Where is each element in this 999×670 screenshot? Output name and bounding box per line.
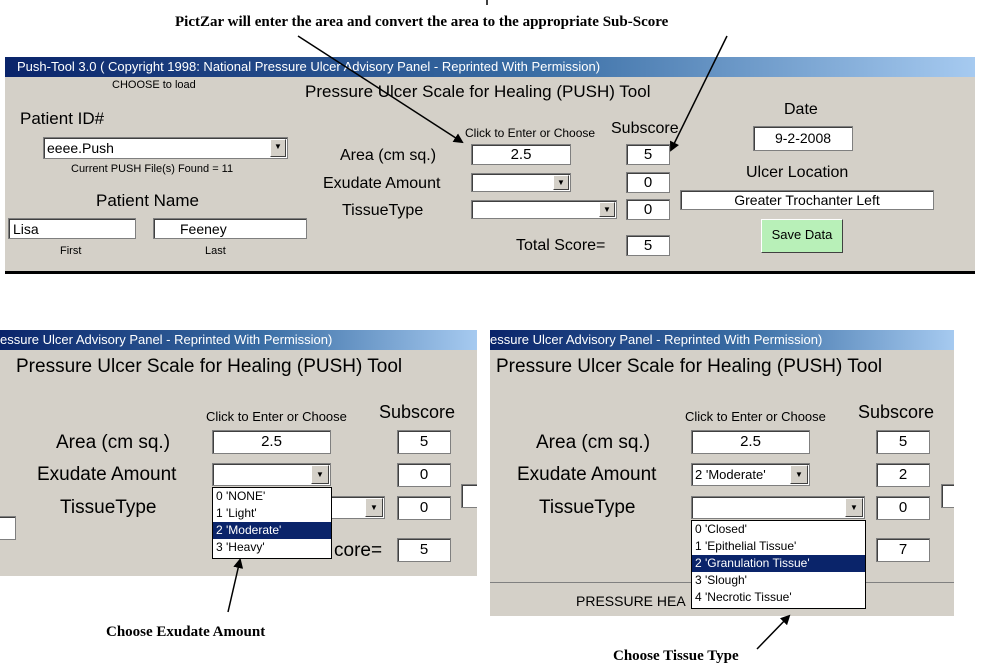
tool-title: Pressure Ulcer Scale for Healing (PUSH) … — [496, 356, 883, 377]
total-score-label: Total Score= — [516, 237, 606, 254]
chevron-down-icon[interactable]: ▼ — [599, 202, 615, 217]
area-subscore: 5 — [876, 430, 930, 454]
tissue-subscore: 0 — [397, 496, 451, 520]
exudate-subscore: 2 — [876, 463, 930, 487]
date-label: Date — [784, 101, 818, 118]
tissue-type-label: TissueType — [342, 202, 424, 219]
exudate-label: Exudate Amount — [517, 464, 657, 485]
tissue-panel: essure Ulcer Advisory Panel - Reprinted … — [490, 330, 954, 616]
arrow-to-area-subscore — [670, 35, 728, 152]
tissue-type-select[interactable]: ▼ — [691, 496, 865, 519]
tissue-type-select[interactable]: ▼ — [471, 200, 617, 219]
choose-to-load-label: CHOOSE to load — [112, 79, 196, 91]
tissue-dropdown-list[interactable]: 0 'Closed' 1 'Epithelial Tissue' 2 'Gran… — [691, 520, 866, 609]
subscore-label: Subscore — [611, 120, 679, 137]
exudate-select[interactable]: ▼ — [212, 463, 331, 486]
list-item-selected[interactable]: 2 'Moderate' — [213, 522, 331, 539]
click-to-enter-label: Click to Enter or Choose — [465, 126, 596, 140]
subscore-label: Subscore — [379, 402, 456, 422]
last-name-input[interactable]: Feeney — [153, 218, 307, 239]
offscreen-field — [941, 484, 954, 508]
save-data-button[interactable]: Save Data — [761, 219, 843, 253]
tissue-subscore: 0 — [626, 199, 670, 220]
first-name-input[interactable]: Lisa — [8, 218, 136, 239]
list-item[interactable]: 0 'Closed' — [695, 522, 747, 536]
annotation-tissue: Choose Tissue Type — [613, 648, 739, 664]
exudate-panel: essure Ulcer Advisory Panel - Reprinted … — [0, 330, 477, 576]
area-input[interactable]: 2.5 — [212, 430, 331, 454]
chevron-down-icon[interactable]: ▼ — [790, 465, 808, 484]
arrow-to-exudate-list — [227, 558, 244, 613]
exudate-dropdown-list[interactable]: 0 'NONE' 1 'Light' 2 'Moderate' 3 'Heavy… — [212, 487, 332, 559]
tissue-type-select[interactable]: ▼ — [330, 496, 385, 519]
click-to-enter-label: Click to Enter or Choose — [206, 409, 347, 424]
list-item[interactable]: 0 'NONE' — [216, 489, 266, 503]
chevron-down-icon[interactable]: ▼ — [365, 498, 383, 517]
chevron-down-icon[interactable]: ▼ — [845, 498, 863, 517]
area-label: Area (cm sq.) — [56, 432, 171, 453]
area-label: Area (cm sq.) — [340, 147, 437, 164]
tissue-type-label: TissueType — [60, 497, 157, 518]
arrow-to-area-input — [297, 35, 464, 144]
window-title: essure Ulcer Advisory Panel - Reprinted … — [0, 332, 333, 347]
tissue-subscore: 0 — [876, 496, 930, 520]
ulcer-location-input[interactable]: Greater Trochanter Left — [680, 190, 934, 210]
exudate-label: Exudate Amount — [323, 175, 441, 192]
window-title-bar: essure Ulcer Advisory Panel - Reprinted … — [490, 330, 954, 350]
area-subscore: 5 — [626, 144, 670, 165]
exudate-value: 2 'Moderate' — [695, 467, 766, 482]
exudate-label: Exudate Amount — [37, 464, 177, 485]
area-subscore: 5 — [397, 430, 451, 454]
area-input[interactable]: 2.5 — [471, 144, 571, 165]
exudate-select[interactable]: ▼ — [471, 173, 571, 192]
area-input[interactable]: 2.5 — [691, 430, 810, 454]
list-item[interactable]: 3 'Heavy' — [216, 540, 265, 554]
chevron-down-icon[interactable]: ▼ — [553, 175, 569, 190]
tool-title: Pressure Ulcer Scale for Healing (PUSH) … — [16, 356, 403, 377]
offscreen-field — [0, 516, 16, 540]
list-item[interactable]: 3 'Slough' — [695, 573, 747, 587]
subscore-label: Subscore — [858, 402, 935, 422]
chevron-down-icon[interactable]: ▼ — [311, 465, 329, 484]
window-title: Push-Tool 3.0 ( Copyright 1998: National… — [17, 59, 601, 74]
list-item-selected[interactable]: 2 'Granulation Tissue' — [692, 555, 865, 572]
exudate-subscore: 0 — [626, 172, 670, 193]
annotation-exudate: Choose Exudate Amount — [106, 624, 266, 640]
arrow-to-tissue-list — [756, 614, 791, 650]
exudate-select[interactable]: 2 'Moderate' ▼ — [691, 463, 810, 486]
list-item[interactable]: 1 'Epithelial Tissue' — [695, 539, 797, 553]
exudate-subscore: 0 — [397, 463, 451, 487]
patient-name-label: Patient Name — [96, 191, 199, 210]
chevron-down-icon[interactable]: ▼ — [270, 139, 286, 157]
total-score-value: 7 — [876, 538, 930, 562]
footer-text: PRESSURE HEA — [576, 593, 686, 609]
patient-id-value: eeee.Push — [47, 140, 114, 156]
offscreen-field — [461, 484, 477, 508]
date-input[interactable]: 9-2-2008 — [753, 126, 853, 151]
tissue-type-label: TissueType — [539, 497, 636, 518]
last-label: Last — [205, 245, 226, 257]
list-item[interactable]: 4 'Necrotic Tissue' — [695, 590, 792, 604]
ulcer-location-label: Ulcer Location — [746, 164, 849, 181]
first-label: First — [60, 245, 82, 257]
total-score-value: 5 — [626, 235, 670, 256]
total-score-value: 5 — [397, 538, 451, 562]
area-label: Area (cm sq.) — [536, 432, 651, 453]
patient-id-label: Patient ID# — [20, 109, 105, 128]
files-found-text: Current PUSH File(s) Found = 11 — [71, 163, 234, 175]
total-score-label: core= — [334, 540, 383, 561]
list-item[interactable]: 1 'Light' — [216, 506, 257, 520]
window-title: essure Ulcer Advisory Panel - Reprinted … — [490, 332, 823, 347]
annotation-top: PictZar will enter the area and convert … — [175, 14, 669, 30]
click-to-enter-label: Click to Enter or Choose — [685, 409, 826, 424]
window-title-bar: Push-Tool 3.0 ( Copyright 1998: National… — [5, 57, 975, 77]
patient-id-select[interactable]: eeee.Push ▼ — [43, 137, 288, 159]
window-title-bar: essure Ulcer Advisory Panel - Reprinted … — [0, 330, 477, 350]
